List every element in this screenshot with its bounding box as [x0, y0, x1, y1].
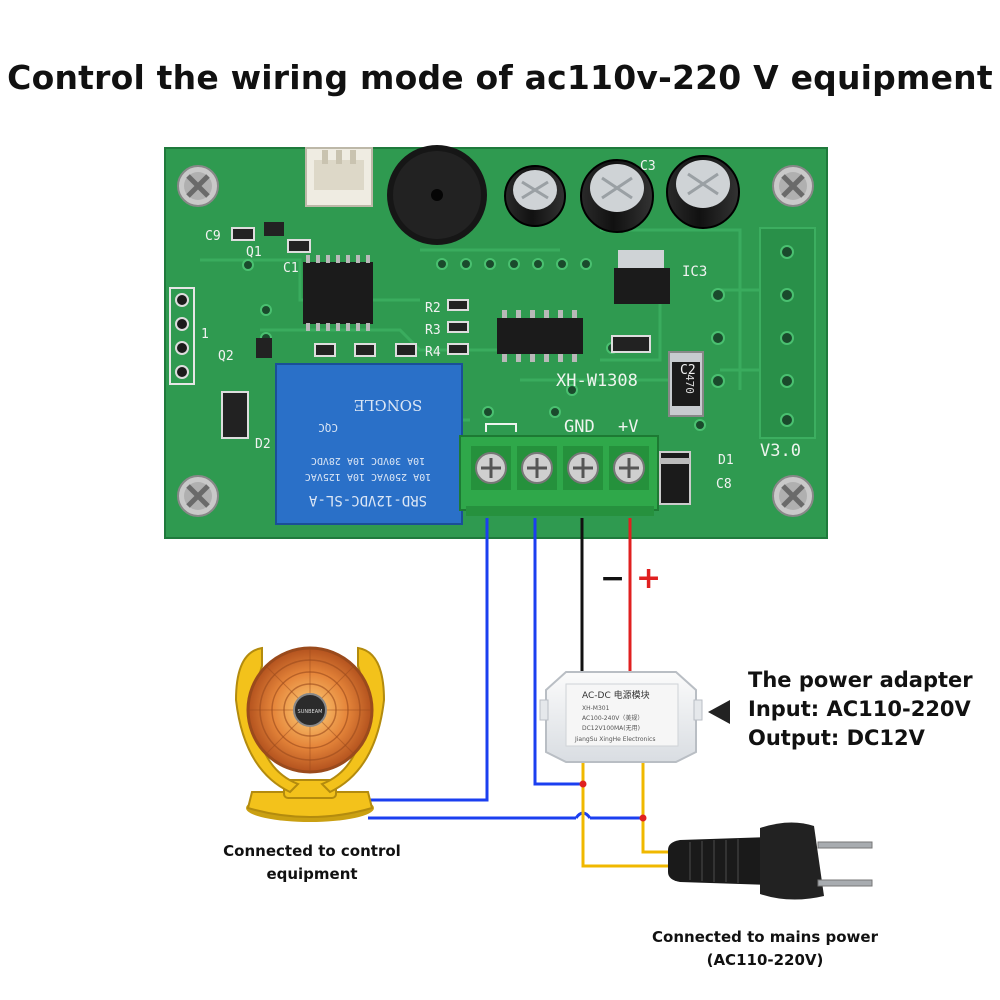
silk-d2: D2: [255, 437, 271, 452]
wires: [368, 518, 670, 868]
minus-sign: −: [600, 561, 625, 596]
ic-label: IC3: [682, 264, 707, 280]
jst-connector: [305, 147, 373, 207]
silk-c8: C8: [716, 477, 732, 492]
silk-c9: C9: [205, 229, 221, 244]
switch-symbol: [485, 423, 517, 432]
ic-chip-op: [497, 310, 583, 362]
screw-icon: [772, 165, 814, 207]
tantalum-capacitor: 470: [668, 351, 704, 417]
plug-icon: [668, 822, 873, 900]
wire-blue-heater: [368, 518, 489, 802]
capacitor-icon: [580, 159, 654, 233]
adapter-info: The power adapter Input: AC110-220V Outp…: [748, 666, 973, 753]
board-version: V3.0: [760, 441, 801, 461]
silk-c2: C2: [680, 363, 696, 378]
adapter-info-output: Output: DC12V: [748, 726, 925, 750]
power-adapter: AC-DC 电源模块 XH-M301 AC100-240V（美规） DC12V1…: [539, 671, 703, 763]
diode: [659, 451, 691, 505]
terminal-screw: [471, 446, 511, 490]
screw-icon: [177, 475, 219, 517]
relay-rating-2: 10A 30VDC 10A 28VDC: [311, 455, 425, 466]
silk-labels: C9 C1 Q1 Q2 R2 R3 R4 C2 C3 C8 D1 D2 1 IC…: [201, 159, 734, 492]
adapter-line-3: DC12V100MA(无用): [582, 725, 640, 732]
screw-icon: [772, 475, 814, 517]
terminal-screw: [517, 446, 557, 490]
adapter-info-title: The power adapter: [748, 668, 973, 692]
silk-c1: C1: [283, 261, 299, 276]
heater-badge: SUNBEAM: [298, 709, 323, 715]
silk-r2: R2: [425, 301, 441, 316]
terminal-block: [459, 435, 659, 516]
screw-icon: [177, 165, 219, 207]
plus-sign: +: [636, 561, 661, 596]
heater-icon: SUNBEAM: [234, 646, 386, 822]
relay-rating-1: 10A 250VAC 10A 125VAC: [305, 471, 431, 482]
relay: SRD-12VDC-SL-A 10A 250VAC 10A 125VAC 10A…: [275, 363, 463, 525]
relay-model: SRD-12VDC-SL-A: [308, 492, 427, 508]
relay-cqc: CQC: [318, 421, 338, 434]
silk-q2: Q2: [218, 349, 234, 364]
control-label-line-2: equipment: [266, 865, 358, 883]
silk-q1: Q1: [246, 245, 262, 260]
mains-label-line-2: (AC110-220V): [706, 951, 824, 969]
smd-components: [221, 222, 651, 439]
page-title: Control the wiring mode of ac110v-220 V …: [7, 58, 993, 97]
pin-header: [169, 287, 195, 385]
adapter-line-1: XH-M301: [582, 705, 610, 712]
mains-power-label: Connected to mains power (AC110-220V): [630, 926, 900, 972]
silk-r4: R4: [425, 345, 441, 360]
wire-yellow-1: [581, 760, 670, 868]
ic-chip-main: [303, 255, 373, 331]
control-equipment-label: Connected to control equipment: [212, 840, 412, 886]
silk-c3: C3: [640, 159, 656, 174]
silk-pin1: 1: [201, 327, 209, 342]
capacitor-icon: [666, 155, 740, 229]
terminal-gnd-label: GND: [564, 417, 595, 437]
capacitor-icon: [504, 165, 566, 227]
arrow-left-icon: [708, 700, 730, 724]
cap-label: 470: [683, 374, 696, 394]
relay-brand: SONGLE: [354, 396, 423, 414]
terminal-v-label: +V: [618, 417, 638, 437]
control-label-line-1: Connected to control: [223, 842, 401, 860]
buzzer-icon: [387, 145, 487, 245]
wire-blue-relay: [533, 518, 583, 786]
adapter-info-input: Input: AC110-220V: [748, 697, 971, 721]
adapter-module-title: AC-DC 电源模块: [582, 689, 650, 701]
board-model: XH-W1308: [556, 371, 638, 391]
voltage-regulator: [614, 250, 670, 304]
adapter-line-4: JiangSu XingHe Electronics: [574, 736, 655, 743]
silk-d1: D1: [718, 453, 734, 468]
pcb-board: 470 C9 C1 Q1 Q2 R2 R3 R4 C2 C3 C8 D1 D2 …: [164, 145, 828, 539]
terminal-screw: [609, 446, 649, 490]
wire-yellow-2: [641, 760, 670, 854]
mains-label-line-1: Connected to mains power: [652, 928, 878, 946]
silk-r3: R3: [425, 323, 441, 338]
adapter-line-2: AC100-240V（美规）: [582, 714, 643, 722]
wire-junctions: [579, 780, 647, 822]
terminal-screw: [563, 446, 603, 490]
